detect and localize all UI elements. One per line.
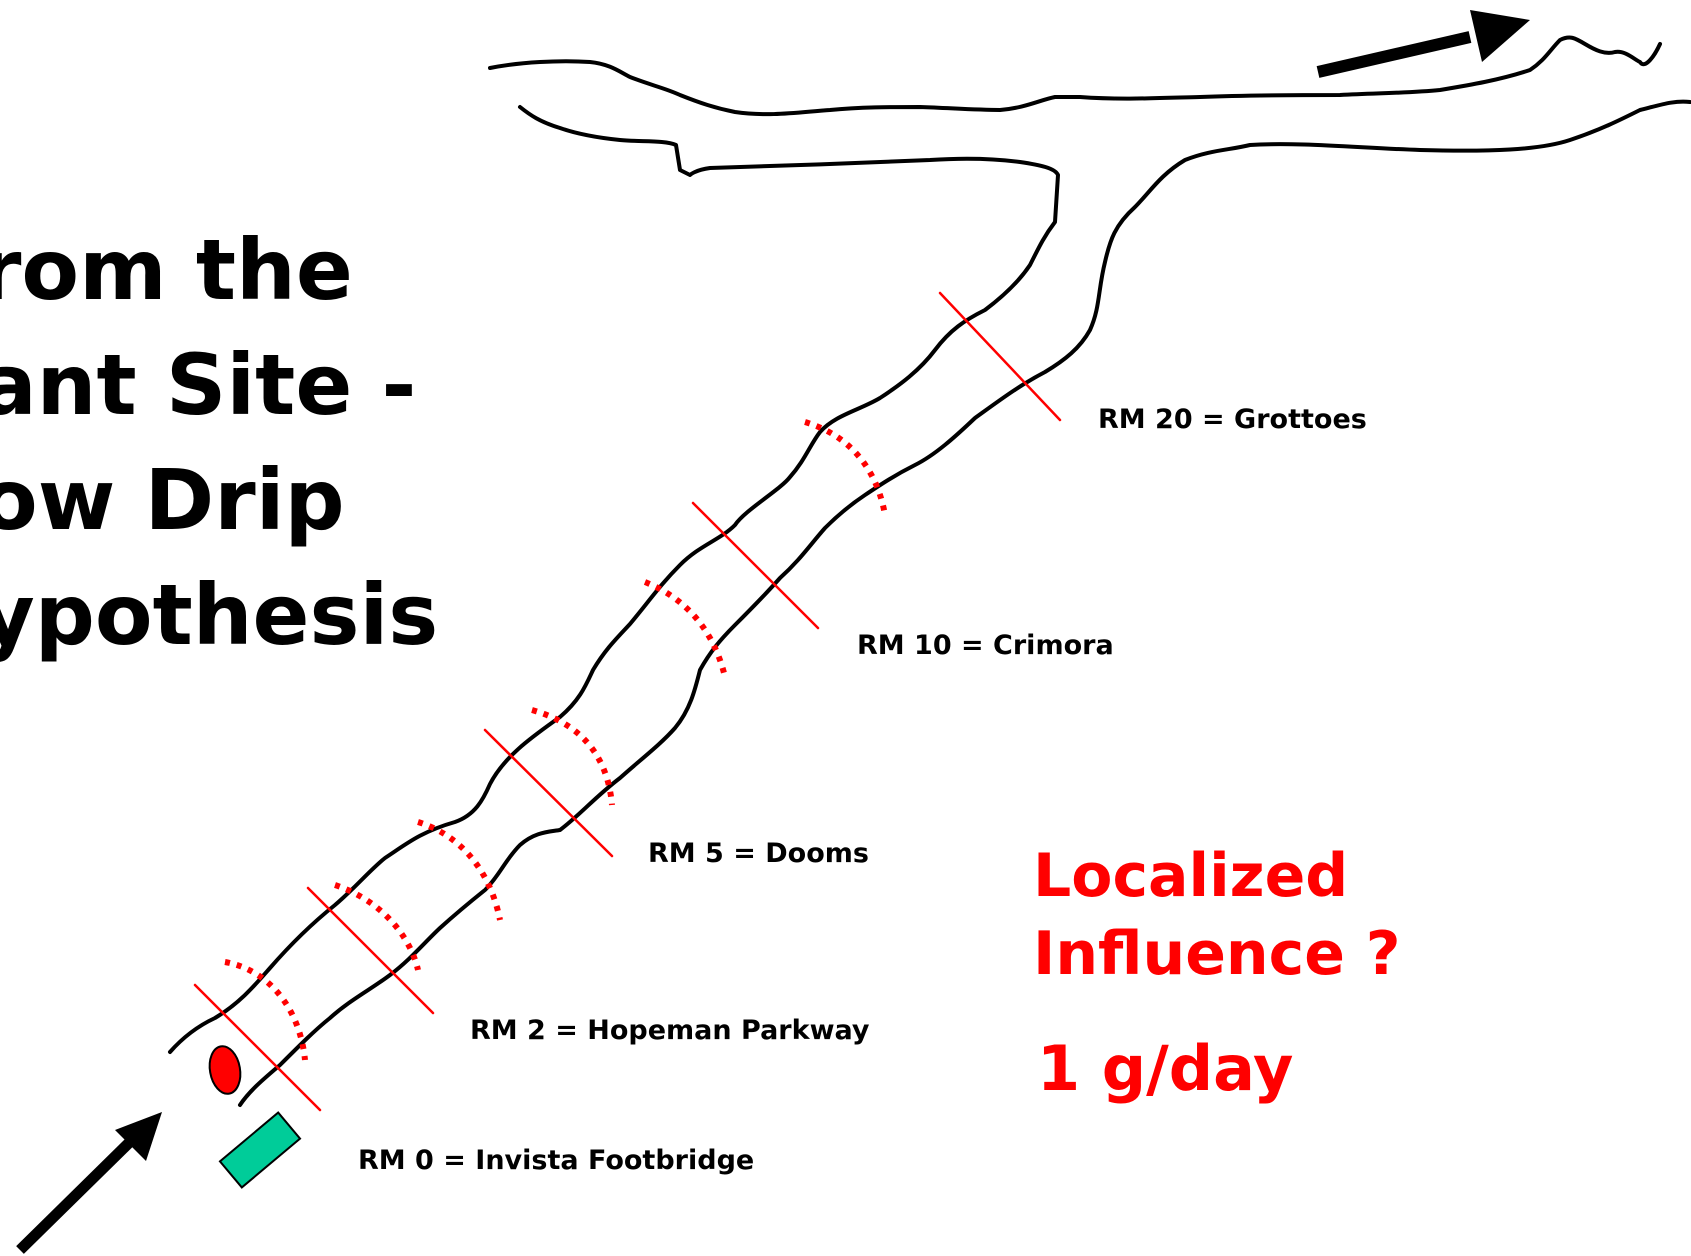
- rm-marker-line-0: [193, 983, 322, 1112]
- annotation-localized: Localized: [1033, 841, 1349, 911]
- rm-label-grottoes: RM 20 = Grottoes: [1098, 404, 1367, 435]
- annotation-rate: 1 g/day: [1037, 1032, 1294, 1105]
- rm-label-dooms: RM 5 = Dooms: [648, 838, 869, 869]
- rm-marker-line-5: [483, 728, 614, 858]
- green-rectangle-marker: [218, 1111, 302, 1189]
- title-line-3: ow Drip: [0, 451, 345, 549]
- rm-label-hopeman: RM 2 = Hopeman Parkway: [470, 1015, 870, 1046]
- dotted-arc-3: [417, 819, 503, 921]
- dotted-arc-1: [224, 959, 308, 1061]
- dotted-arc-5: [643, 579, 728, 678]
- title-line-4: ypothesis: [0, 566, 439, 664]
- upstream-flow-arrow: [16, 1112, 162, 1254]
- title-line-1: rom the: [0, 221, 353, 319]
- river-bank-top: [488, 35, 1662, 117]
- downstream-flow-arrow: [1316, 10, 1530, 78]
- red-oval-marker: [208, 1045, 242, 1095]
- dotted-arc-4: [531, 707, 615, 806]
- rm-marker-line-2: [306, 886, 435, 1015]
- annotation-influence: Influence ?: [1033, 919, 1401, 989]
- river-bank-upper: [168, 105, 1060, 1054]
- rm-marker-line-20: [938, 291, 1062, 422]
- title-line-2: ant Site -: [0, 336, 417, 434]
- rm-label-crimora: RM 10 = Crimora: [857, 630, 1114, 661]
- rm-marker-line-10: [691, 501, 820, 630]
- dotted-arc-2: [334, 882, 421, 971]
- river-bank-lower: [238, 99, 1691, 1107]
- rm-label-invista: RM 0 = Invista Footbridge: [358, 1145, 755, 1176]
- dotted-arc-6: [804, 419, 888, 516]
